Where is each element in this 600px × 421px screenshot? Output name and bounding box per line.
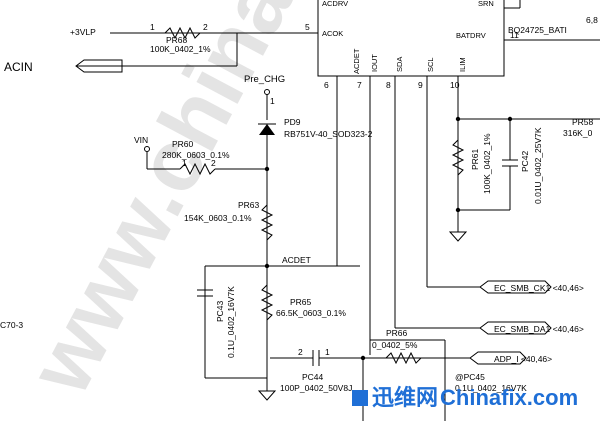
svg-text:1: 1 bbox=[150, 22, 155, 32]
svg-text:8: 8 bbox=[386, 80, 391, 90]
pin-acdet: ACDET bbox=[352, 48, 361, 74]
svg-text:1: 1 bbox=[182, 158, 187, 168]
pr66-branch: PR66 0_0402_5% ADP_I <40,46> @PC45 0.1U_… bbox=[370, 328, 552, 421]
top-rail: +3VLP 1 2 PR68 100K_0402_1% 5 ACIN 11 BQ… bbox=[4, 0, 600, 74]
net-acdet: ACDET bbox=[282, 255, 311, 265]
pin-sda: SDA bbox=[395, 57, 404, 72]
pin-scl: SCL bbox=[426, 57, 435, 72]
pin-ilim: ILIM bbox=[458, 57, 467, 72]
net-vin: VIN bbox=[134, 135, 148, 145]
svg-text:11: 11 bbox=[510, 30, 519, 40]
svg-text:6: 6 bbox=[324, 80, 329, 90]
pr61-ref: PR61 bbox=[470, 148, 480, 170]
net-left-cut: C70-3 bbox=[0, 320, 23, 330]
pr65-value: 66.5K_0603_0.1% bbox=[276, 308, 346, 318]
acdet-node: ACDET 6 PC43 0.1U_0402_16V7K PR65 66.5K_… bbox=[197, 76, 360, 401]
pr66-value: 0_0402_5% bbox=[372, 340, 418, 350]
pc44-ref: PC44 bbox=[302, 372, 324, 382]
pr58-value: 316K_0 bbox=[563, 128, 593, 138]
svg-text:1: 1 bbox=[325, 347, 330, 357]
iout-branch: 7 2 1 PC44 100P_0402_50V8J bbox=[270, 76, 470, 421]
pr63-value: 154K_0603_0.1% bbox=[184, 213, 252, 223]
pd9-ref: PD9 bbox=[284, 117, 301, 127]
svg-text:5: 5 bbox=[305, 22, 310, 32]
pin-acok: ACOK bbox=[322, 29, 343, 38]
pin-batdrv: BATDRV bbox=[456, 31, 486, 40]
net-ec-smb-da1: EC_SMB_DA1 <40,46> bbox=[494, 324, 584, 334]
brand-cn: 迅维网 bbox=[372, 385, 438, 410]
svg-text:2: 2 bbox=[298, 347, 303, 357]
pr60-ref: PR60 bbox=[172, 139, 194, 149]
svg-text:10: 10 bbox=[450, 80, 460, 90]
pr60-value: 280K_0603_0.1% bbox=[162, 150, 230, 160]
net-adp-i: ADP_I <40,46> bbox=[494, 354, 552, 364]
pc43-ref: PC43 bbox=[215, 300, 225, 322]
ilim-network: 10 PR61 100K_0402_1% PC42 0.01U_0402_25V… bbox=[448, 76, 600, 242]
svg-text:9: 9 bbox=[418, 80, 423, 90]
pr58-ref: PR58 bbox=[572, 117, 594, 127]
svg-text:2: 2 bbox=[211, 158, 216, 168]
pre-chg-branch: Pre_CHG 1 PD9 RB751V-40_SOD323-2 bbox=[244, 74, 373, 266]
pr61-value: 100K_0402_1% bbox=[482, 133, 492, 194]
brand-logo: 迅维网 Chinafix.com bbox=[352, 385, 578, 410]
pr68-value: 100K_0402_1% bbox=[150, 44, 211, 54]
smbus-lines: 8 EC_SMB_DA1 <40,46> 9 EC_SMB_CK1 <40,46… bbox=[386, 76, 584, 335]
vin-divider: VIN PR60 280K_0603_0.1% 1 2 PR63 154K_06… bbox=[134, 135, 274, 241]
pin-acdrv: ACDRV bbox=[322, 0, 348, 8]
svg-text:7: 7 bbox=[357, 80, 362, 90]
pr66-ref: PR66 bbox=[386, 328, 408, 338]
pc45-ref: @PC45 bbox=[455, 372, 485, 382]
pc45-value: 0.1U_0402_16V7K bbox=[455, 383, 527, 393]
pin-srn: SRN bbox=[478, 0, 494, 8]
pc42-value: 0.01U_0402_25V7K bbox=[533, 127, 543, 204]
net-3vlp: +3VLP bbox=[70, 27, 96, 37]
net-bq-batdrv: BQ24725_BATI bbox=[508, 25, 567, 35]
svg-text:6,8: 6,8 bbox=[586, 15, 598, 25]
pc42-ref: PC42 bbox=[520, 150, 530, 172]
brand-en: Chinafix.com bbox=[440, 385, 578, 410]
pin-iout: IOUT bbox=[370, 54, 379, 72]
pc43-value: 0.1U_0402_16V7K bbox=[226, 286, 236, 358]
svg-text:2: 2 bbox=[203, 22, 208, 32]
net-acin: ACIN bbox=[4, 60, 33, 74]
net-ec-smb-ck1: EC_SMB_CK1 <40,46> bbox=[494, 283, 584, 293]
pr63-ref: PR63 bbox=[238, 200, 260, 210]
ic-body bbox=[317, 0, 505, 77]
svg-text:1: 1 bbox=[270, 96, 275, 106]
pr68-ref: PR68 bbox=[166, 35, 188, 45]
pc44-value: 100P_0402_50V8J bbox=[280, 383, 352, 393]
pd9-value: RB751V-40_SOD323-2 bbox=[284, 129, 373, 139]
pr65-ref: PR65 bbox=[290, 297, 312, 307]
net-pre-chg: Pre_CHG bbox=[244, 74, 285, 85]
charger-ic: ACDRV ACOK SRN BATDRV ACDET IOUT SDA SCL… bbox=[317, 0, 505, 77]
